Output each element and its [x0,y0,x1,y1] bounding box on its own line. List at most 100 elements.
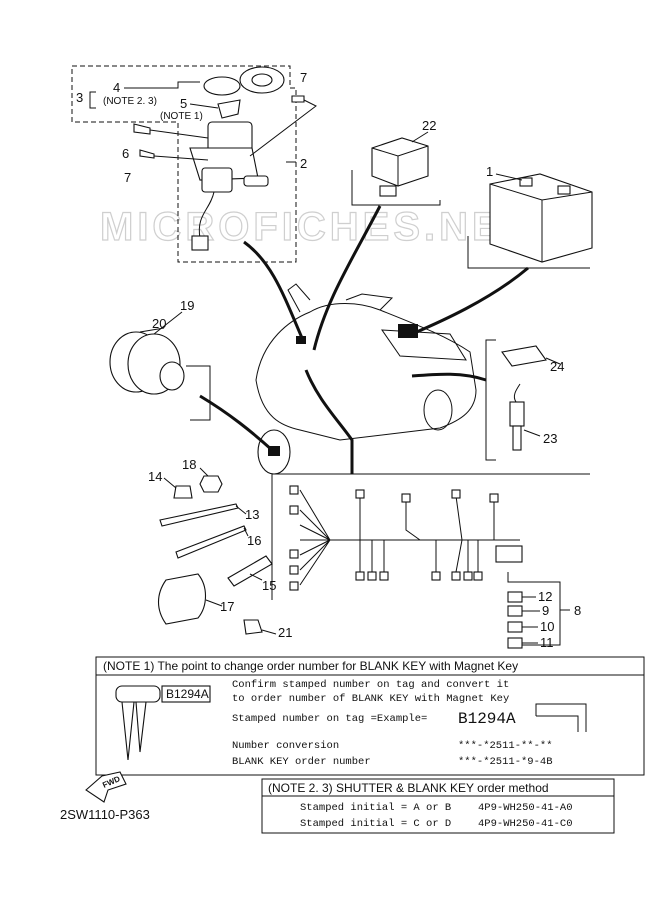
relay-group: 22 [351,118,441,206]
harness-branch-a [359,496,385,572]
grommet-18 [199,475,223,493]
horn-center [159,361,185,391]
battery-body [489,173,593,263]
leader-battery-to-scooter [411,266,529,336]
callout-17: 17 [220,599,234,614]
horn-bracket [186,365,211,421]
leader-sensor-to-scooter [411,372,487,382]
note-1-line-2: to order number of BLANK KEY with Magnet… [232,693,509,705]
scooter-mirror [345,293,394,311]
relay-edges [371,145,429,186]
callout-24: 24 [550,359,564,374]
scooter-rear-wheel [423,389,453,431]
leader-15 [249,573,263,581]
screw-7-left [139,149,155,159]
callout-19: 19 [180,298,194,313]
sensor-group: 24 23 [485,339,564,461]
connector [451,571,461,581]
connector [431,571,441,581]
sensor-bracket [485,339,496,461]
note-1-arrows [535,703,587,732]
callout-23: 23 [543,431,557,446]
leader-23 [523,429,541,437]
callout-20: 20 [152,316,166,331]
fuse-bracket [507,572,561,646]
callout-9: 9 [542,603,549,618]
leader-5 [189,103,219,109]
note-1-example: B1294A [458,710,516,728]
battery-edges [489,183,593,262]
assembly-dash-frame [71,65,297,263]
leader-7-top [249,99,317,157]
note-1-line-1: Confirm stamped number on tag and conver… [232,679,509,691]
key-head [217,99,241,119]
clamp-21 [243,619,263,635]
leader-19 [153,311,183,335]
leader-6 [149,129,209,139]
switch-wire [198,191,215,239]
band-16 [175,525,247,559]
connector [289,549,299,559]
note-1-conv-value: ***-*2511-**-** [458,740,553,752]
battery-bracket [467,236,590,269]
watermark-top: MICROFICHES.NET [100,205,531,249]
fuse-group: 8 12 9 10 11 [507,572,581,650]
scooter-battery-location [398,324,418,338]
callout-11: 11 [540,635,554,650]
leader-relay-to-scooter [312,205,382,351]
bracket-3 [89,91,96,109]
callout-10: 10 [540,619,554,634]
fwd-arrow: FWD [85,771,127,803]
fuse-9 [507,605,523,617]
sensor-tip [512,425,522,451]
note-1-stamped-label: Stamped number on tag =Example= [232,713,427,725]
leader-13 [235,505,247,515]
callout-7-top: 7 [300,70,307,85]
diagram-code: 2SW1110-P363 [60,807,150,822]
ref-note-2-3: (NOTE 2. 3) [103,96,157,107]
sensor-body [509,401,525,427]
note-1-tag: B1294A [166,687,209,701]
note-1-key-fob [115,685,161,703]
main-switch-assembly: 3 4 (NOTE 2. 3) 5 (NOTE 1) 6 7 7 2 [71,65,317,263]
callout-15: 15 [262,578,276,593]
note-1-header: (NOTE 1) The point to change order numbe… [103,659,518,673]
leader-7-left [153,155,209,161]
callout-7-left: 7 [124,170,131,185]
ref-note-1: (NOTE 1) [160,111,203,122]
scooter-seat [381,329,467,361]
leader-harness-to-scooter [304,369,354,474]
fwd-arrow-icon [85,771,127,803]
scooter-windshield [287,283,311,313]
callout-16: 16 [247,533,261,548]
battery-terminal-1 [519,177,533,187]
sensor-tag-24 [501,345,547,367]
battery-terminal-2 [557,185,571,195]
connector [379,571,389,581]
harness-left-branches [299,489,331,586]
switch-connector [191,235,209,251]
connector [401,493,411,503]
small-parts-group: 14 18 13 16 15 17 21 [148,457,292,640]
harness-branch-c [455,495,479,573]
note-1-conv-label: Number conversion [232,740,339,752]
sensor-wire [513,383,521,403]
connector [463,571,473,581]
fuse-12 [507,591,523,603]
callout-6: 6 [122,146,129,161]
relay-terminal [379,185,397,197]
relay-body [371,137,429,187]
callout-21: 21 [278,625,292,640]
scooter-body [255,303,477,441]
leader-14 [163,477,177,489]
harness-fuse-box [495,545,523,563]
screw-7-top [291,95,305,103]
note-1-order-value: ***-*2511-*9-4B [458,756,553,768]
leader-16 [243,527,249,537]
callout-1: 1 [486,164,493,179]
note-2-3-row-2-label: Stamped initial = C or D [300,818,451,830]
wire-harness [271,473,590,600]
clamp-14 [173,485,193,499]
tube-15 [227,555,273,587]
connector [289,485,299,495]
